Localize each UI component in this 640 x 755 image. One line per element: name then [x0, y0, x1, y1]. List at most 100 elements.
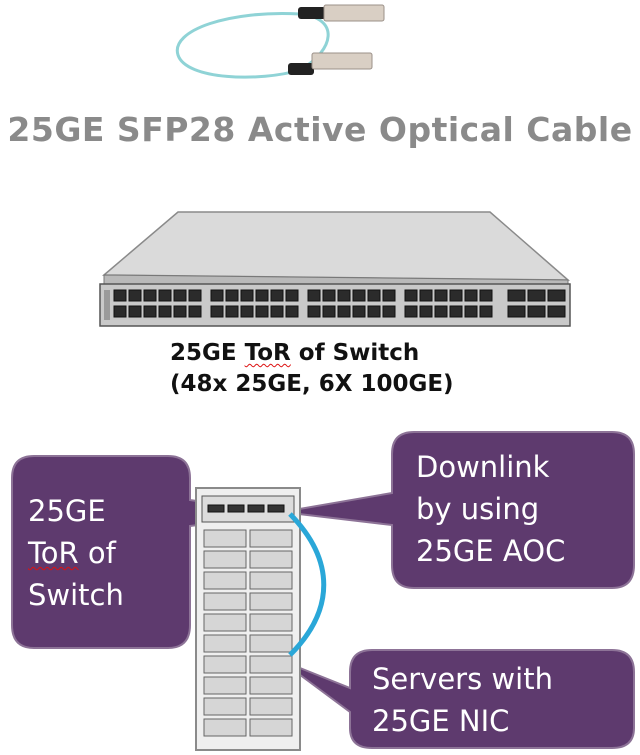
sfp-port	[158, 289, 172, 302]
sfp-port	[434, 305, 448, 318]
sfp-port	[479, 289, 493, 302]
server-unit	[203, 655, 247, 674]
server-rack-illustration	[195, 487, 327, 751]
callout-bottom-right-text: Servers with 25GE NIC	[372, 658, 553, 742]
sfp-port	[382, 305, 396, 318]
callout-left-tor: ToR	[28, 536, 79, 570]
qsfp-port	[507, 289, 526, 302]
sfp-port	[307, 305, 321, 318]
qsfp-port	[527, 305, 546, 318]
sfp-port	[210, 305, 224, 318]
sfp-port	[255, 305, 269, 318]
qsfp-port	[547, 289, 566, 302]
aoc-cable-illustration	[175, 4, 385, 79]
sfp-port	[367, 289, 381, 302]
sfp-port	[464, 305, 478, 318]
sfp-port	[225, 289, 239, 302]
server-unit	[203, 571, 247, 590]
switch-caption-line1: 25GE ToR of Switch	[170, 338, 454, 369]
sfp-port	[337, 305, 351, 318]
callout-bottom-right-line1: Servers with	[372, 662, 553, 696]
sfp-port	[449, 305, 463, 318]
sfp-port	[419, 289, 433, 302]
server-unit	[203, 676, 247, 695]
server-unit	[249, 550, 293, 569]
sfp-port	[143, 305, 157, 318]
callout-left-text: 25GE ToR of Switch	[28, 490, 124, 616]
sfp-port	[404, 305, 418, 318]
sfp-port	[352, 305, 366, 318]
sfp-port	[113, 305, 127, 318]
sfp-port	[285, 289, 299, 302]
server-unit	[249, 697, 293, 716]
sfp-port	[188, 305, 202, 318]
switch-caption-line2: (48x 25GE, 6X 100GE)	[170, 371, 454, 397]
sfp-port	[113, 289, 127, 302]
qsfp-port	[527, 289, 546, 302]
sfp-port	[240, 289, 254, 302]
sfp-port	[307, 289, 321, 302]
callout-top-right-text: Downlink by using 25GE AOC	[416, 446, 565, 572]
sfp-port	[419, 305, 433, 318]
callout-left-of: of	[78, 536, 116, 570]
server-unit	[249, 676, 293, 695]
sfp-port	[285, 305, 299, 318]
sfp-port	[128, 305, 142, 318]
sfp-port	[270, 289, 284, 302]
server-unit	[249, 592, 293, 611]
sfp-port	[225, 305, 239, 318]
sfp-port	[255, 289, 269, 302]
sfp-port	[270, 305, 284, 318]
rack-tor-port	[267, 504, 285, 513]
callout-top-right-line1: Downlink	[416, 450, 550, 484]
switch-caption: 25GE ToR of Switch (48x 25GE, 6X 100GE)	[170, 338, 454, 400]
callout-left-line3: Switch	[28, 578, 124, 612]
callout-left-line1: 25GE	[28, 494, 106, 528]
rack-tor-port	[247, 504, 265, 513]
server-unit	[249, 571, 293, 590]
server-unit	[203, 697, 247, 716]
sfp-port	[337, 289, 351, 302]
server-unit	[249, 634, 293, 653]
server-unit	[203, 550, 247, 569]
server-unit	[249, 529, 293, 548]
sfp-port	[464, 289, 478, 302]
sfp-port	[240, 305, 254, 318]
server-unit	[203, 613, 247, 632]
rack-tor-port	[207, 504, 225, 513]
server-unit	[249, 718, 293, 737]
tor-switch-illustration	[99, 211, 571, 327]
sfp-port	[404, 289, 418, 302]
sfp-port	[322, 289, 336, 302]
sfp-port	[143, 289, 157, 302]
sfp-port	[173, 289, 187, 302]
callout-bottom-right-line2: 25GE NIC	[372, 704, 510, 738]
sfp-port	[128, 289, 142, 302]
sfp-port	[479, 305, 493, 318]
sfp-port	[434, 289, 448, 302]
server-unit	[203, 529, 247, 548]
callout-top-right-line3: 25GE AOC	[416, 534, 566, 568]
sfp-port	[322, 305, 336, 318]
sfp-port	[382, 289, 396, 302]
server-unit	[203, 634, 247, 653]
product-title: 25GE SFP28 Active Optical Cable	[7, 110, 633, 149]
sfp-port	[173, 305, 187, 318]
callout-top-right-line2: by using	[416, 492, 540, 526]
sfp-port	[158, 305, 172, 318]
sfp-port	[352, 289, 366, 302]
server-unit	[203, 592, 247, 611]
server-unit	[249, 613, 293, 632]
switch-caption-prefix: 25GE	[170, 340, 245, 366]
callout-top-right	[281, 431, 635, 589]
sfp-port	[188, 289, 202, 302]
callout-bottom-right	[279, 649, 635, 749]
sfp-port	[210, 289, 224, 302]
qsfp-port	[547, 305, 566, 318]
server-unit	[249, 655, 293, 674]
qsfp-port	[507, 305, 526, 318]
sfp-port	[449, 289, 463, 302]
server-unit	[203, 718, 247, 737]
rack-tor-port	[227, 504, 245, 513]
